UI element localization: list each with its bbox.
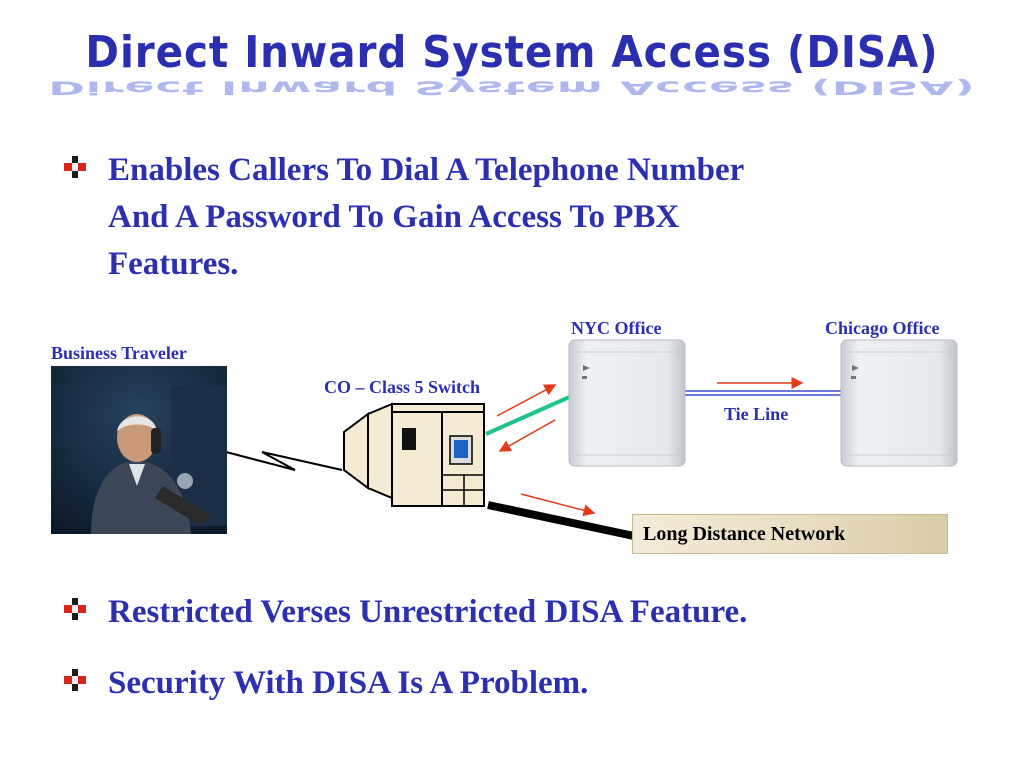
slide-title: Direct Inward System Access (DISA)	[85, 27, 939, 78]
bullet-icon	[64, 598, 86, 620]
bullet-item: Enables Callers To Dial A Telephone Numb…	[62, 147, 744, 288]
nyc-office-label: NYC Office	[571, 318, 662, 338]
long-distance-network-box: Long Distance Network	[632, 514, 948, 554]
co-switch-icon	[343, 402, 485, 507]
ldn-link	[487, 501, 635, 540]
phone-line	[225, 451, 343, 471]
bullet-item: Security With DISA Is A Problem.	[62, 660, 588, 707]
nyc-pbx-icon	[568, 339, 686, 467]
bullet-item: Restricted Verses Unrestricted DISA Feat…	[62, 589, 747, 636]
arrow-to-nyc	[496, 384, 557, 417]
tie-line-label: Tie Line	[724, 404, 789, 424]
co-switch-label: CO – Class 5 Switch	[324, 377, 481, 397]
arrow-to-ldn	[520, 493, 596, 517]
bullet-text: Security With DISA Is A Problem.	[108, 665, 589, 701]
bullet-icon	[64, 669, 86, 691]
long-distance-network-label: Long Distance Network	[643, 523, 846, 545]
business-traveler-label: Business Traveler	[51, 343, 187, 363]
chicago-office-label: Chicago Office	[825, 318, 940, 338]
bullet-text: Enables Callers To Dial A Telephone Numb…	[108, 152, 745, 282]
business-traveler-photo	[51, 366, 227, 534]
bullet-icon	[64, 156, 86, 178]
co-nyc-link	[485, 393, 575, 436]
arrow-to-switch	[498, 419, 556, 452]
chicago-pbx-icon	[840, 339, 958, 467]
bullet-text: Restricted Verses Unrestricted DISA Feat…	[108, 594, 748, 630]
